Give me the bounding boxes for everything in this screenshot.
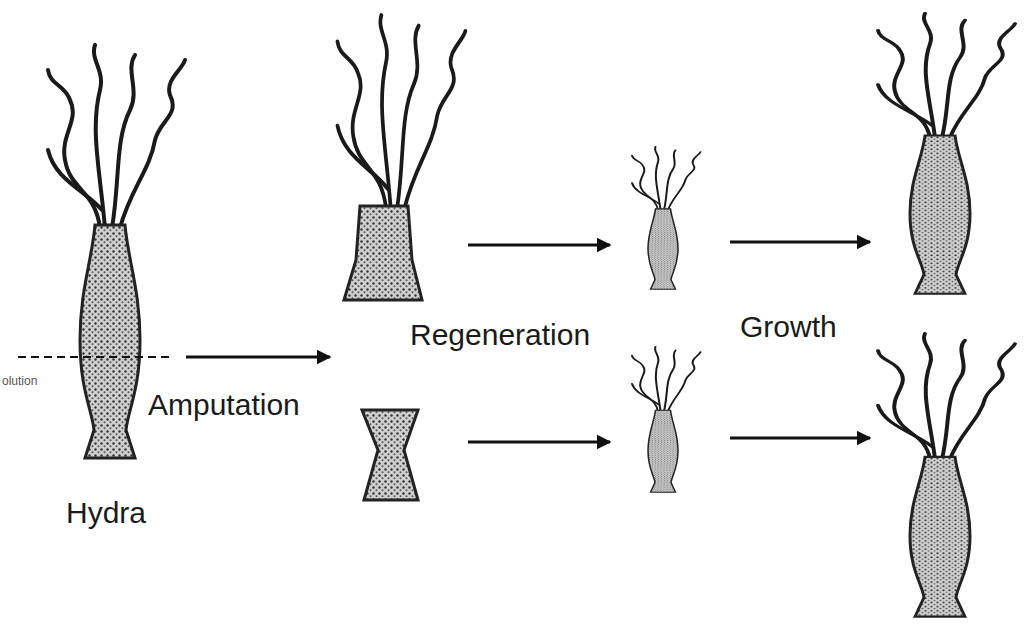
cropped-label: olution [2, 375, 37, 388]
step-label: Amputation [148, 388, 300, 421]
step-label: Growth [740, 310, 837, 343]
step-label: Regeneration [410, 318, 590, 351]
organism-label: Hydra [66, 496, 146, 529]
